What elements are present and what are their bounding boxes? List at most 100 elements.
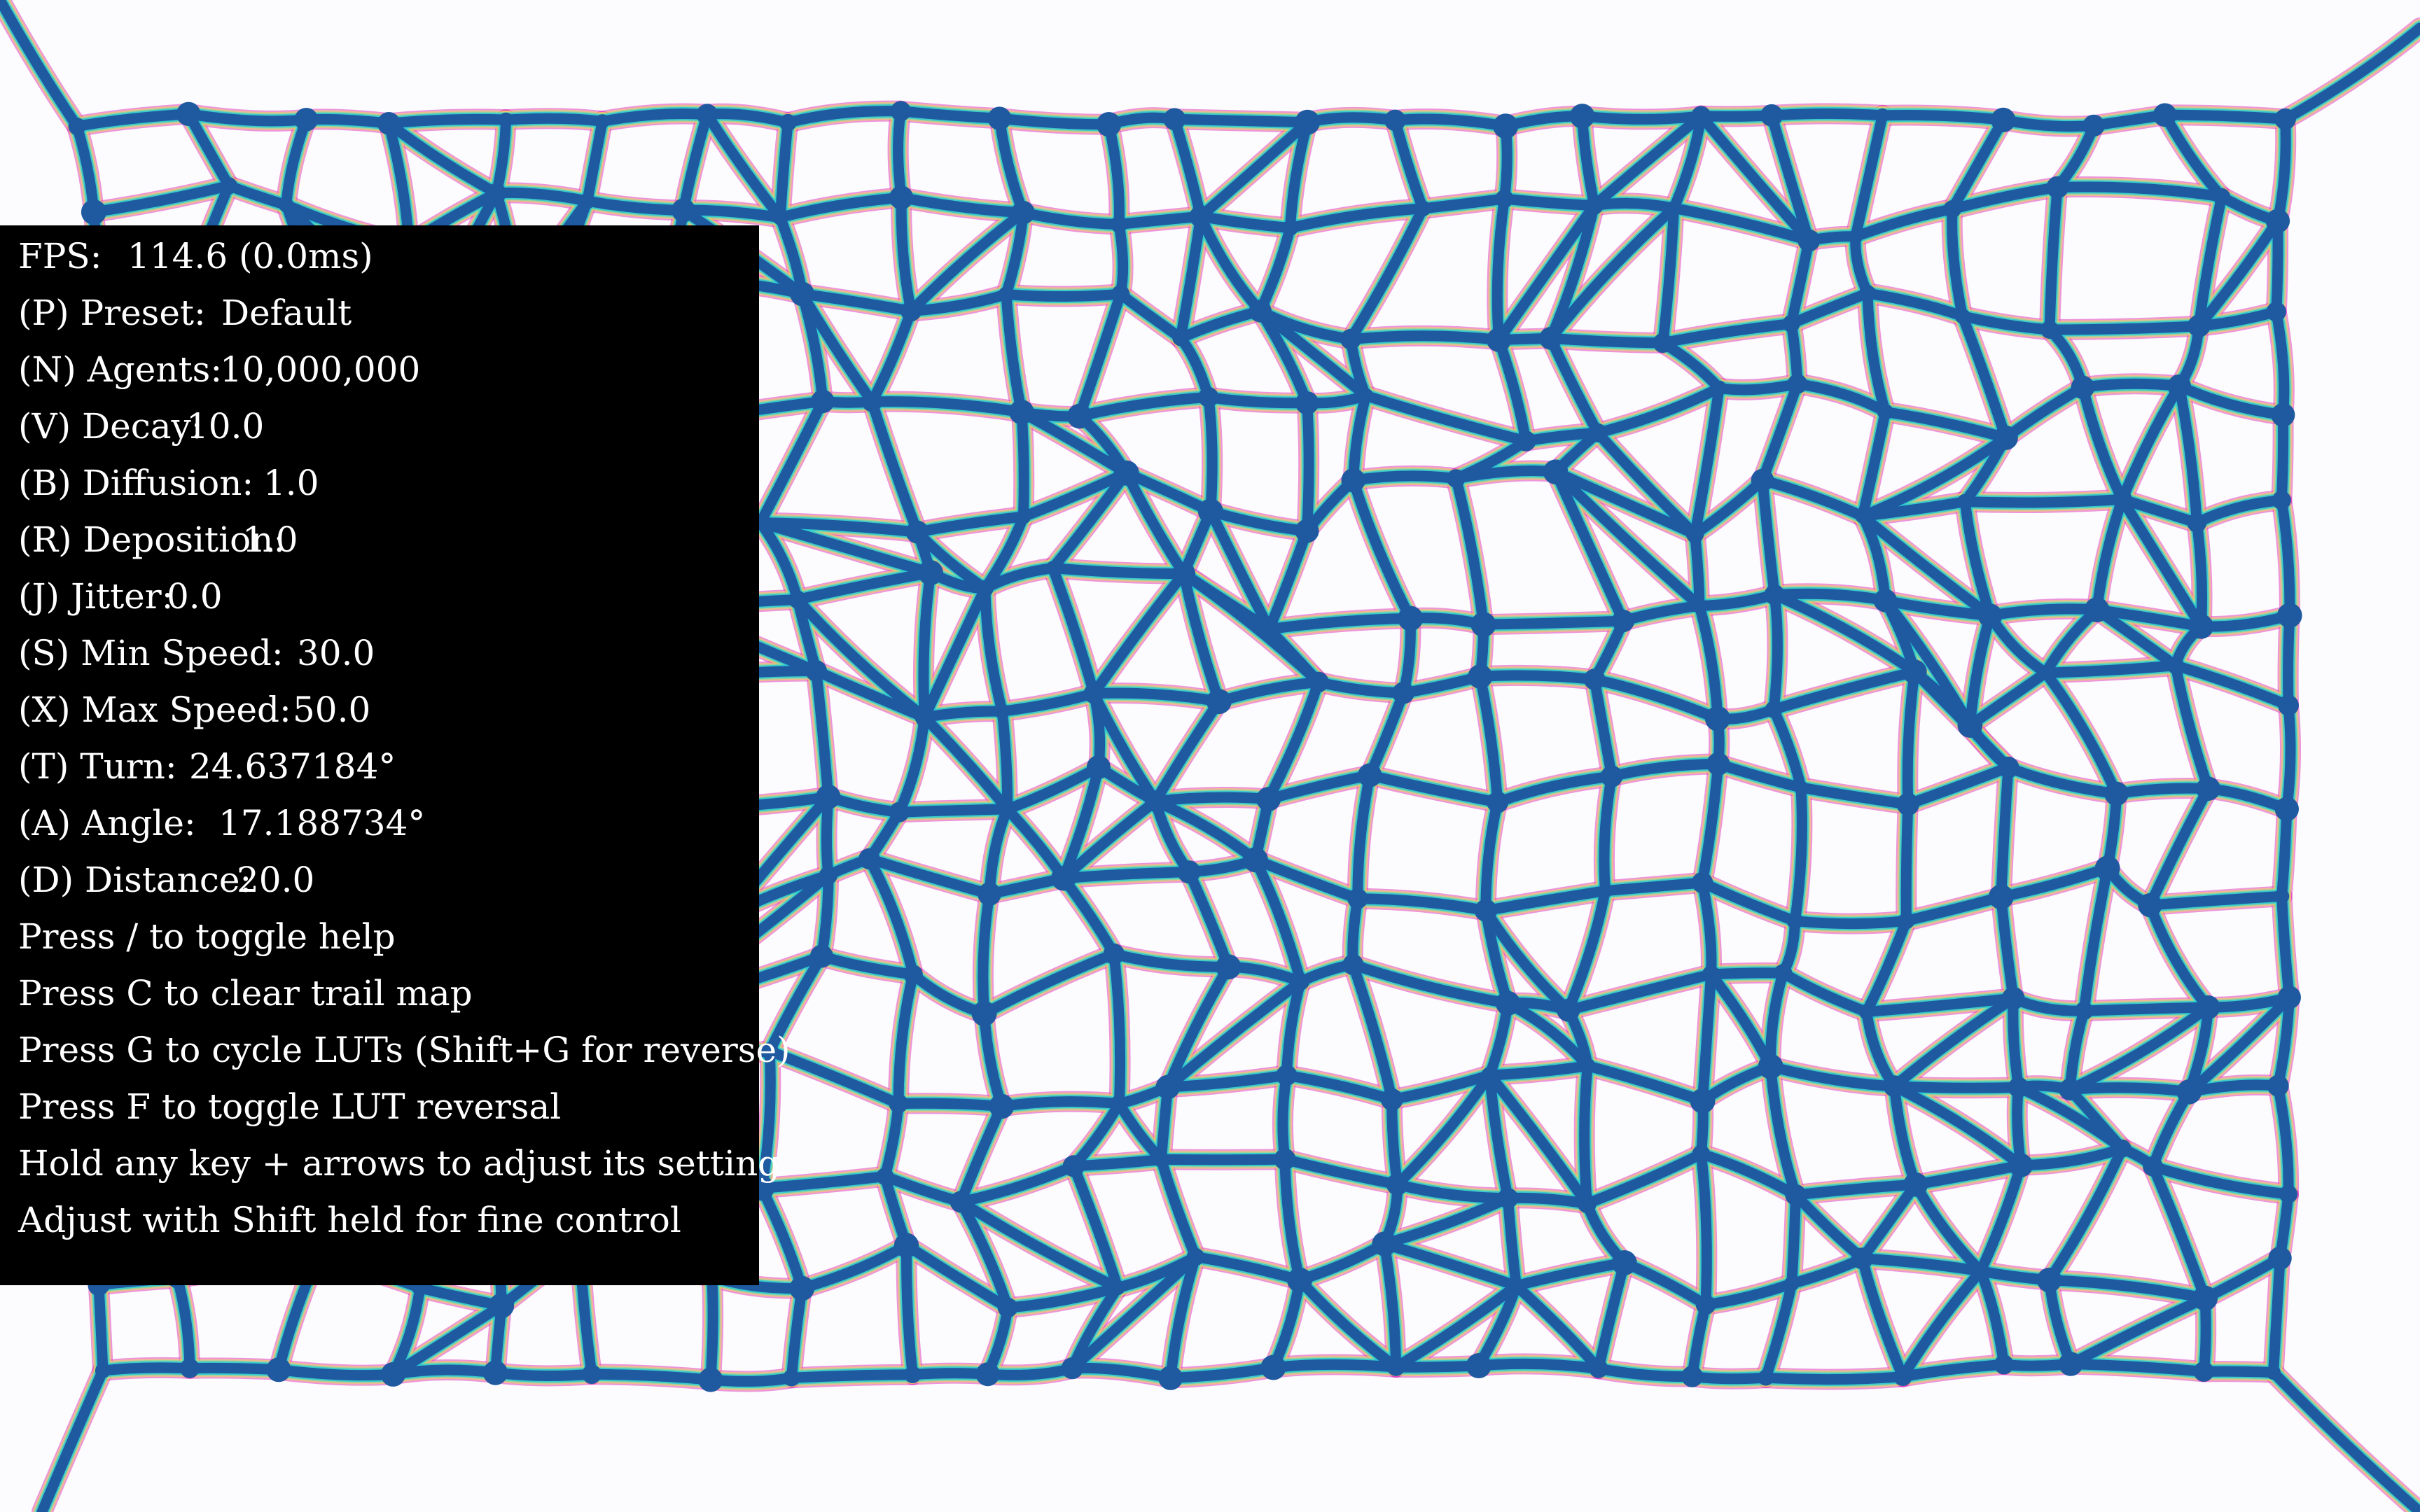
trail-junction (1706, 752, 1730, 776)
trail-junction (1793, 780, 1808, 795)
trail-vein (1757, 378, 1803, 486)
trail-junction (1067, 403, 1092, 429)
agents-row: (N) Agents:10,000,000 (18, 342, 759, 398)
trail-junction (220, 177, 238, 195)
trail-vein (1284, 117, 1313, 234)
trail-junction (2138, 892, 2162, 918)
trail-vein (1857, 496, 1970, 522)
trail-filament (2280, 22, 2420, 125)
trail-junction (1295, 519, 1319, 543)
trail-junction (1859, 285, 1876, 302)
trail-junction (1896, 792, 1919, 816)
trail-vein (2144, 899, 2213, 1013)
trail-junction (917, 560, 943, 586)
trail-vein (893, 1098, 1007, 1112)
trail-junction (1086, 755, 1111, 779)
trail-vein (1582, 1060, 1708, 1107)
trail-vein (1066, 1252, 1201, 1374)
trail-vein (1792, 378, 1891, 417)
trail-vein (1150, 696, 1225, 807)
help-line-toggle-help: Press / to toggle help (18, 916, 396, 957)
trail-vein (2276, 804, 2293, 902)
trail-vein (912, 511, 1029, 538)
trail-vein (1502, 1193, 1522, 1292)
trail-junction (95, 1363, 111, 1379)
trail-junction (1386, 1173, 1409, 1196)
trail-vein (2077, 378, 2185, 393)
trail-junction (482, 1360, 508, 1385)
trail-vein (1879, 407, 2011, 443)
trail-vein (1195, 211, 1266, 316)
trail-vein (994, 113, 1114, 130)
trail-vein (901, 1240, 1013, 1313)
trail-junction (2278, 694, 2299, 716)
trail-vein (2044, 182, 2063, 335)
trail-vein (1074, 288, 1126, 422)
trail-vein (2191, 517, 2208, 632)
trail-vein (2198, 1366, 2279, 1378)
trail-junction (1858, 1004, 1875, 1020)
trail-junction (1903, 1172, 1928, 1197)
max-speed-value: 50.0 (293, 690, 371, 730)
trail-vein (1902, 666, 1920, 810)
trail-junction (1786, 912, 1804, 930)
trail-junction (2082, 114, 2105, 137)
trail-junction (2188, 614, 2214, 639)
trail-vein (2193, 191, 2227, 332)
trail-junction (772, 209, 788, 225)
trail-vein (1058, 762, 1104, 884)
trail-vein (2281, 700, 2296, 815)
trail-junction (1172, 330, 1189, 346)
trail-vein (918, 567, 936, 723)
trail-vein (1957, 311, 2011, 443)
help-line-lut-reversal: Press F to toggle LUT reversal (18, 1086, 562, 1127)
trail-junction (1158, 1366, 1183, 1390)
trail-junction (1758, 1054, 1783, 1079)
jitter-value: 0.0 (167, 576, 223, 617)
trail-junction (1875, 108, 1890, 122)
trail-junction (904, 1366, 922, 1383)
trail-vein (1706, 967, 1788, 980)
trail-vein (184, 1362, 284, 1376)
trail-junction (2192, 1285, 2218, 1311)
trail-junction (1493, 113, 1519, 139)
trail-vein (2000, 382, 2088, 443)
trail-junction (903, 965, 923, 984)
trail-junction (1295, 109, 1321, 135)
trail-vein (2272, 1080, 2294, 1200)
trail-junction (1994, 1354, 2014, 1375)
trail-vein (756, 1171, 891, 1194)
trail-junction (1695, 1294, 1716, 1315)
trail-junction (976, 580, 994, 597)
trail-junction (2279, 1184, 2298, 1204)
trail-vein (980, 583, 1008, 717)
trail-vein (1169, 113, 1313, 128)
trail-vein (792, 594, 930, 723)
trail-vein (1392, 1179, 1513, 1204)
trail-vein (1545, 202, 1679, 344)
trail-junction (1163, 108, 1186, 131)
trail-junction (1851, 1247, 1874, 1270)
trail-vein (978, 888, 995, 1019)
trail-junction (805, 660, 827, 682)
trail-vein (1165, 1252, 1201, 1383)
trail-vein (1183, 867, 1234, 972)
trail-vein (1593, 1257, 1630, 1374)
trail-junction (1764, 584, 1785, 606)
trail-vein (1016, 407, 1029, 522)
trail-vein (1347, 959, 1398, 1105)
trail-vein (979, 948, 1120, 1019)
trail-vein (1379, 1193, 1513, 1250)
trail-junction (2193, 1361, 2214, 1382)
trail-junction (987, 106, 1012, 130)
trail-junction (997, 1297, 1018, 1318)
trail-vein (1589, 197, 1679, 214)
trail-vein (900, 1240, 918, 1380)
trail-junction (950, 1191, 972, 1213)
trail-vein (1001, 288, 1126, 302)
decay-value: 10.0 (186, 406, 265, 447)
trail-vein (1263, 676, 1324, 805)
trail-vein (1510, 1280, 1604, 1374)
trail-vein (2160, 109, 2227, 202)
trail-junction (1758, 1369, 1774, 1386)
